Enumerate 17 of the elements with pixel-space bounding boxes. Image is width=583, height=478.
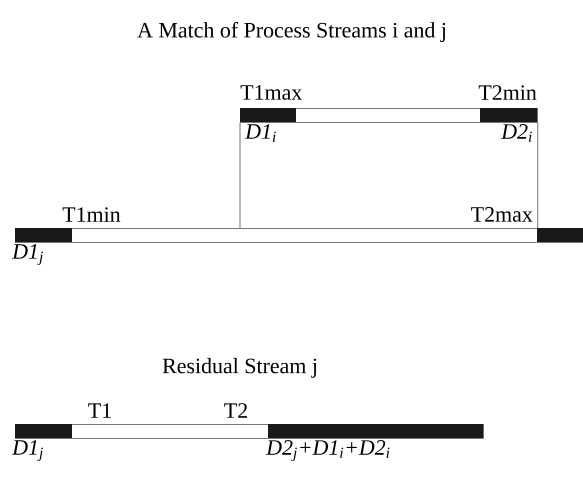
stream-label: D1$_{j}$ bbox=[12, 244, 43, 266]
stream-label: T1 bbox=[88, 403, 111, 418]
stream-bar bbox=[15, 228, 583, 243]
stream-label: T2 bbox=[224, 403, 247, 418]
stream-label: D1$_{i}$ bbox=[244, 124, 276, 142]
stream-label: T2max bbox=[471, 207, 533, 222]
stream-label: D2$_{j}$+D1$_{i}$+D2$_{i}$ bbox=[266, 440, 390, 462]
stream-bar bbox=[240, 108, 538, 123]
stream-label: T2min bbox=[478, 85, 536, 100]
stream-label: T1min bbox=[62, 207, 120, 222]
stream-label: D2$_{i}$ bbox=[501, 124, 532, 142]
stream-label: Residual Stream j bbox=[162, 358, 316, 378]
stream-label: D1$_{j}$ bbox=[12, 440, 43, 462]
stream-bar bbox=[15, 424, 484, 439]
title: A Match of Process Streams i and j bbox=[137, 22, 446, 42]
stream-label: T1max bbox=[240, 85, 302, 100]
connector-line bbox=[537, 122, 538, 228]
